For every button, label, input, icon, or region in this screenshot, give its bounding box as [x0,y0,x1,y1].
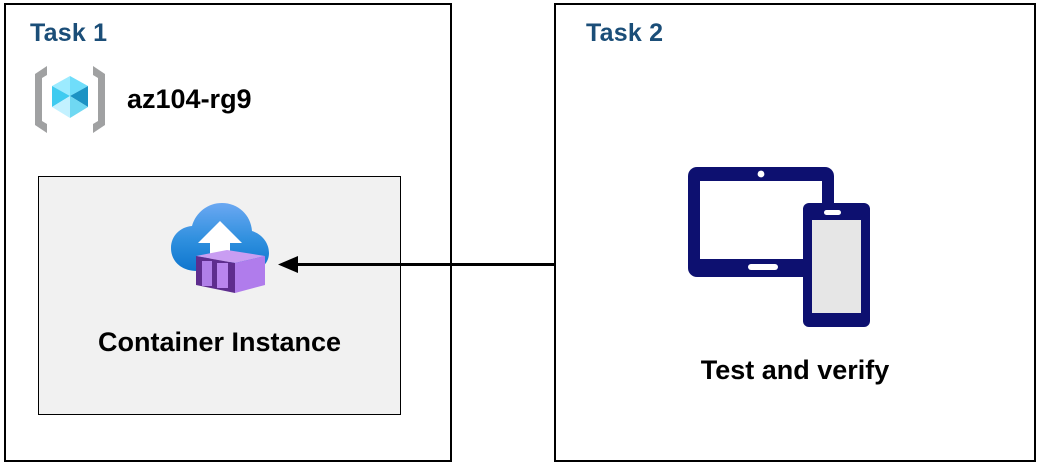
task-2-title: Task 2 [586,19,664,47]
container-instance-card: Container Instance [38,176,401,415]
task-1-title: Task 1 [30,19,108,47]
resource-group-row: az104-rg9 [30,62,252,137]
container-instance-label: Container Instance [97,327,342,357]
azure-resource-group-icon [30,62,110,137]
test-and-verify-label: Test and verify [700,355,890,385]
resource-group-label: az104-rg9 [127,84,252,114]
